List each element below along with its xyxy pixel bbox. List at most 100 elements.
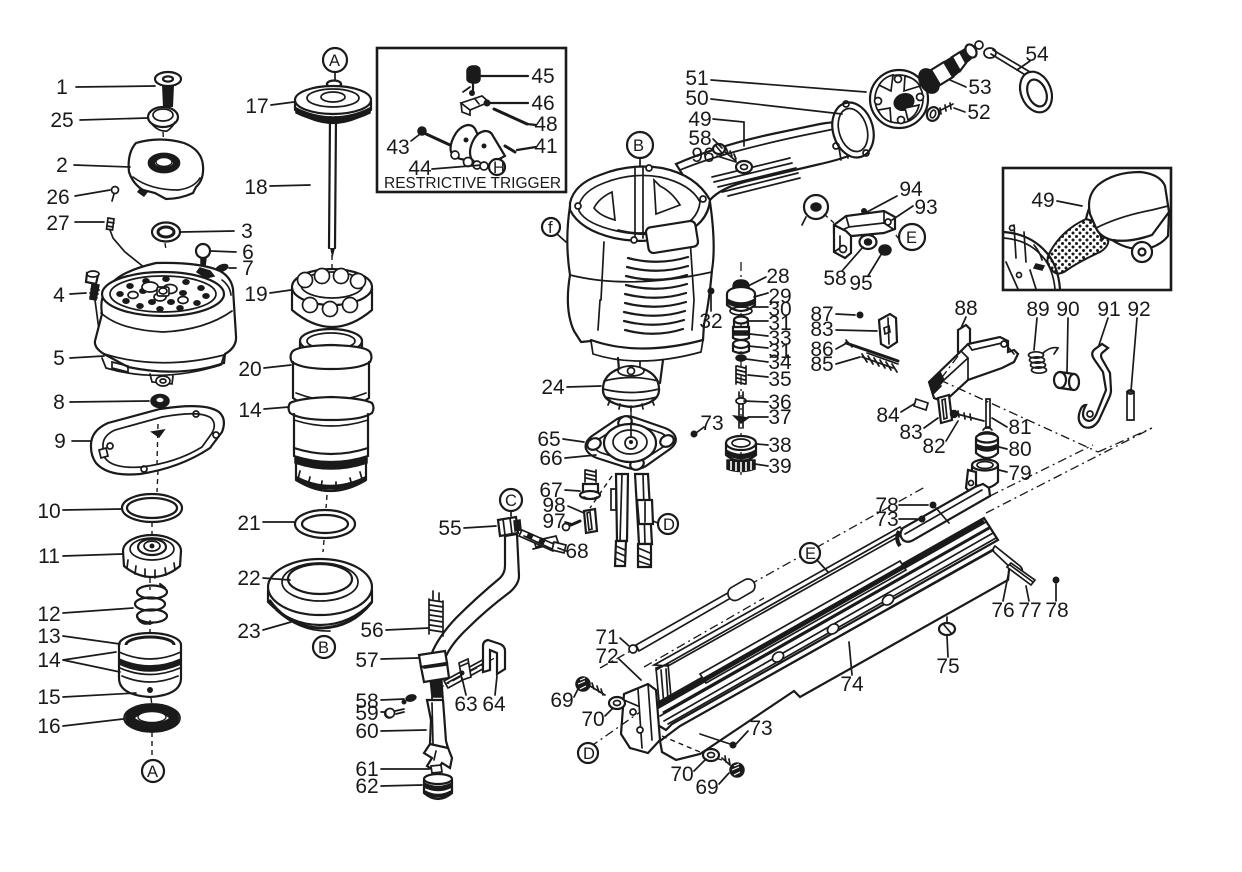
svg-text:96: 96: [691, 144, 714, 167]
svg-text:14: 14: [238, 399, 262, 422]
svg-text:54: 54: [1025, 43, 1049, 66]
svg-text:93: 93: [914, 196, 937, 219]
svg-text:45: 45: [531, 65, 554, 88]
svg-text:87: 87: [810, 303, 833, 326]
svg-text:6: 6: [242, 241, 254, 264]
svg-text:52: 52: [967, 101, 990, 124]
svg-text:78: 78: [875, 494, 898, 517]
svg-text:82: 82: [922, 435, 945, 458]
svg-text:83: 83: [899, 421, 922, 444]
svg-text:76: 76: [991, 599, 1014, 622]
svg-text:73: 73: [749, 717, 772, 740]
svg-text:C: C: [505, 492, 517, 510]
svg-text:63: 63: [454, 693, 477, 716]
svg-text:39: 39: [768, 455, 791, 478]
svg-text:19: 19: [244, 283, 267, 306]
svg-text:58: 58: [823, 267, 846, 290]
svg-text:67: 67: [539, 479, 562, 502]
svg-text:66: 66: [539, 447, 562, 470]
svg-text:44: 44: [408, 157, 432, 180]
svg-text:92: 92: [1127, 298, 1150, 321]
svg-text:64: 64: [482, 693, 506, 716]
svg-text:D: D: [663, 516, 675, 534]
svg-text:27: 27: [46, 212, 69, 235]
svg-text:59: 59: [355, 702, 378, 725]
svg-text:77: 77: [1018, 599, 1041, 622]
svg-text:81: 81: [1008, 416, 1031, 439]
svg-text:74: 74: [840, 673, 864, 696]
svg-text:25: 25: [50, 109, 73, 132]
svg-text:38: 38: [768, 434, 791, 457]
svg-text:37: 37: [768, 406, 791, 429]
svg-text:51: 51: [685, 67, 708, 90]
svg-text:69: 69: [695, 776, 718, 799]
svg-text:E: E: [906, 229, 917, 247]
svg-text:61: 61: [355, 758, 378, 781]
svg-text:43: 43: [386, 136, 409, 159]
svg-text:16: 16: [37, 715, 60, 738]
svg-text:20: 20: [238, 358, 261, 381]
svg-text:22: 22: [237, 567, 260, 590]
svg-text:56: 56: [360, 619, 383, 642]
svg-text:E: E: [805, 545, 816, 563]
svg-text:18: 18: [244, 176, 267, 199]
svg-text:88: 88: [954, 297, 977, 320]
svg-text:14: 14: [37, 649, 61, 672]
svg-text:58: 58: [355, 690, 378, 713]
svg-text:21: 21: [237, 512, 260, 535]
svg-text:94: 94: [899, 178, 923, 201]
svg-text:85: 85: [810, 353, 833, 376]
svg-text:2: 2: [56, 154, 68, 177]
svg-text:5: 5: [53, 347, 65, 370]
svg-text:41: 41: [534, 135, 557, 158]
svg-text:49: 49: [1031, 189, 1054, 212]
svg-text:86: 86: [810, 338, 833, 361]
svg-text:f: f: [548, 219, 553, 237]
svg-text:D: D: [583, 745, 595, 763]
svg-text:RESTRICTIVE TRIGGER: RESTRICTIVE TRIGGER: [384, 175, 561, 192]
svg-text:78: 78: [1045, 599, 1068, 622]
svg-text:73: 73: [700, 412, 723, 435]
svg-text:50: 50: [685, 87, 708, 110]
svg-text:73: 73: [875, 508, 898, 531]
svg-text:24: 24: [541, 376, 565, 399]
svg-text:23: 23: [237, 620, 260, 643]
svg-text:31: 31: [768, 340, 791, 363]
svg-text:36: 36: [768, 391, 791, 414]
svg-text:11: 11: [38, 545, 60, 568]
svg-text:49: 49: [688, 108, 711, 131]
svg-text:55: 55: [438, 517, 461, 540]
svg-text:9: 9: [54, 430, 66, 453]
svg-text:26: 26: [46, 186, 69, 209]
svg-text:90: 90: [1056, 298, 1079, 321]
svg-text:97: 97: [542, 510, 565, 533]
svg-text:71: 71: [595, 626, 618, 649]
svg-text:95: 95: [849, 272, 872, 295]
svg-text:84: 84: [876, 404, 900, 427]
svg-text:79: 79: [1008, 462, 1031, 485]
svg-text:69: 69: [550, 689, 573, 712]
svg-text:B: B: [633, 137, 644, 155]
svg-text:13: 13: [37, 625, 60, 648]
svg-text:10: 10: [37, 500, 60, 523]
svg-text:68: 68: [565, 540, 588, 563]
svg-text:3: 3: [241, 220, 253, 243]
svg-text:89: 89: [1026, 298, 1049, 321]
svg-text:17: 17: [245, 95, 268, 118]
svg-text:72: 72: [595, 645, 618, 668]
svg-text:1: 1: [56, 76, 68, 99]
svg-text:80: 80: [1008, 438, 1031, 461]
svg-text:91: 91: [1097, 298, 1120, 321]
svg-text:34: 34: [768, 351, 792, 374]
svg-text:70: 70: [670, 763, 693, 786]
svg-text:8: 8: [53, 391, 65, 414]
svg-text:31: 31: [768, 312, 791, 335]
svg-text:62: 62: [355, 775, 378, 798]
svg-text:70: 70: [581, 708, 604, 731]
svg-text:A: A: [147, 763, 158, 781]
svg-text:28: 28: [766, 265, 789, 288]
svg-text:60: 60: [355, 720, 378, 743]
svg-text:H: H: [493, 159, 505, 177]
svg-text:58: 58: [688, 127, 711, 150]
svg-text:98: 98: [542, 494, 565, 517]
